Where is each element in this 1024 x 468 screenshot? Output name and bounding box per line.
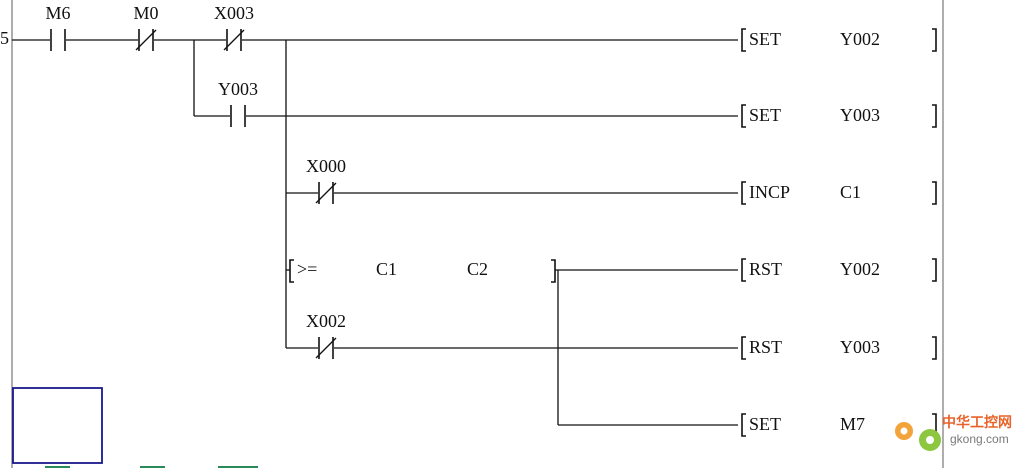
contact-x000[interactable]: X000: [306, 156, 346, 204]
compare-close-bracket: [551, 259, 556, 283]
contact-x003-label: X003: [214, 3, 254, 23]
instruction-operand: Y002: [840, 259, 880, 279]
instruction-rst-y002[interactable]: RST Y002: [741, 258, 937, 282]
compare-operand-a: C1: [376, 259, 397, 279]
instruction-open-bracket: [741, 258, 746, 282]
instruction-close-bracket: [932, 28, 937, 52]
instruction-rst-y003[interactable]: RST Y003: [741, 336, 937, 360]
instruction-set-y003[interactable]: SET Y003: [741, 104, 937, 128]
instruction-set-y002[interactable]: SET Y002: [741, 28, 937, 52]
instruction-set-m7[interactable]: SET M7: [741, 413, 937, 437]
rung-wires: [12, 39, 738, 426]
instruction-open-bracket: [741, 181, 746, 205]
contact-y003-label: Y003: [218, 79, 258, 99]
instruction-open-bracket: [741, 336, 746, 360]
contact-x000-label: X000: [306, 156, 346, 176]
watermark: 中华工控网 gkong.com: [895, 414, 1012, 451]
watermark-title: 中华工控网: [942, 414, 1012, 430]
instruction-close-bracket: [932, 104, 937, 128]
instruction-op: RST: [749, 259, 782, 279]
instruction-operand: Y003: [840, 105, 880, 125]
instruction-operand: M7: [840, 414, 865, 434]
instruction-open-bracket: [741, 28, 746, 52]
contact-m0[interactable]: M0: [133, 3, 159, 51]
instruction-op: INCP: [749, 182, 790, 202]
compare-operand-b: C2: [467, 259, 488, 279]
instruction-operand: Y002: [840, 29, 880, 49]
contact-y003[interactable]: Y003: [218, 79, 258, 127]
instruction-op: SET: [749, 29, 781, 49]
instruction-incp-c1[interactable]: INCP C1: [741, 181, 937, 205]
instruction-operand: C1: [840, 182, 861, 202]
step-number: 5: [0, 28, 9, 48]
instruction-op: SET: [749, 105, 781, 125]
compare-block[interactable]: >= C1 C2: [289, 259, 556, 283]
contact-x003[interactable]: X003: [214, 3, 254, 51]
compare-operator: >=: [297, 259, 317, 279]
instruction-op: RST: [749, 337, 782, 357]
contact-m6[interactable]: M6: [45, 3, 71, 51]
contact-x002[interactable]: X002: [306, 311, 346, 359]
instruction-op: SET: [749, 414, 781, 434]
selection-cursor[interactable]: [12, 387, 103, 464]
compare-open-bracket: [289, 259, 294, 283]
instruction-close-bracket: [932, 258, 937, 282]
instruction-close-bracket: [932, 181, 937, 205]
contact-m6-label: M6: [45, 3, 70, 23]
contact-x002-label: X002: [306, 311, 346, 331]
contact-m0-label: M0: [133, 3, 158, 23]
watermark-site: gkong.com: [950, 432, 1009, 446]
instruction-operand: Y003: [840, 337, 880, 357]
instruction-open-bracket: [741, 104, 746, 128]
instruction-open-bracket: [741, 413, 746, 437]
instruction-close-bracket: [932, 336, 937, 360]
